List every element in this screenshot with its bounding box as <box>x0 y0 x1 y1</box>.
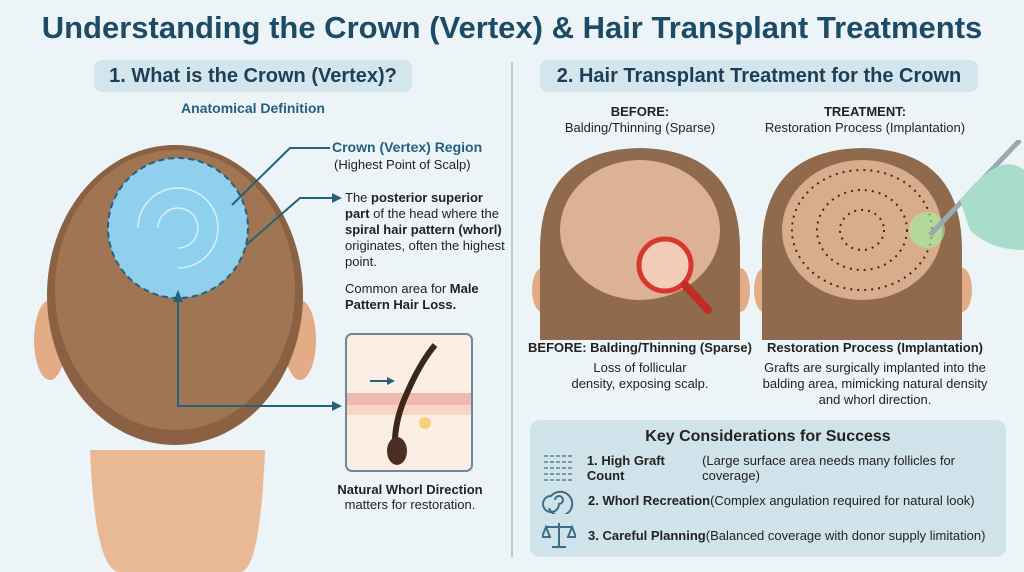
description-text: The <box>345 190 372 205</box>
key-item-text: (Large surface area needs many follicles… <box>702 453 955 483</box>
whorl-text: matters for restoration. <box>344 497 476 512</box>
before-text: Loss of follicular density, exposing sca… <box>571 360 709 391</box>
magnifier-icon <box>636 236 694 294</box>
treatment-caption: Restoration Process (Implantation) <box>767 340 983 355</box>
whorl-title: Natural Whorl Direction <box>337 482 483 497</box>
before-head <box>532 148 750 340</box>
head-back-illustration <box>34 145 342 572</box>
key-item-text: (Balanced coverage with donor supply lim… <box>705 527 986 543</box>
follicle-inset <box>345 333 473 472</box>
treatment-title: TREATMENT: <box>823 104 907 119</box>
note-text: Common area for <box>345 281 450 296</box>
spiral-icon <box>542 490 574 514</box>
key-item-title: 3. Careful Planning <box>588 527 706 543</box>
before-after-heads <box>532 140 1024 340</box>
key-item: 2. Whorl Recreation (Complex angulation … <box>542 486 975 514</box>
key-title: Key Considerations for Success <box>645 428 891 445</box>
crown-label: Crown (Vertex) Region <box>332 139 483 155</box>
key-item: 1. High Graft Count (Large surface area … <box>542 453 1006 483</box>
key-considerations-box: Key Considerations for Success 1. High G… <box>530 420 1006 557</box>
anatomical-subheading: Anatomical Definition <box>181 100 325 116</box>
section-1-heading: 1. What is the Crown (Vertex)? <box>94 60 412 92</box>
key-item-text: (Complex angulation required for natural… <box>710 492 975 508</box>
before-subtitle: Balding/Thinning (Sparse) <box>564 120 716 135</box>
key-item-title: 2. Whorl Recreation <box>588 492 711 508</box>
description-bold-text: posterior superior part <box>345 190 483 221</box>
description-text: of the head where the <box>369 206 499 221</box>
key-item: 3. Careful Planning (Balanced coverage w… <box>542 521 985 549</box>
scales-icon <box>542 523 576 548</box>
description-text: originates, often the highest point. <box>345 238 505 269</box>
description-bold-text: spiral hair pattern (whorl) <box>345 222 502 237</box>
note-bold-text: Male Pattern Hair Loss. <box>345 281 479 312</box>
page-title: Understanding the Crown (Vertex) & Hair … <box>41 10 983 45</box>
section-2-heading: 2. Hair Transplant Treatment for the Cro… <box>540 60 978 92</box>
common-area-note: Common area for Male Pattern Hair Loss. <box>345 281 485 313</box>
treatment-text: Grafts are surgically implanted into the… <box>762 360 988 407</box>
crown-region <box>107 157 249 299</box>
divider <box>511 62 513 557</box>
key-item-title: 1. High Graft Count <box>586 453 665 483</box>
grid-icon <box>544 455 574 481</box>
crown-sublabel: (Highest Point of Scalp) <box>334 157 471 172</box>
treatment-subtitle: Restoration Process (Implantation) <box>764 120 966 135</box>
before-caption: BEFORE: Balding/Thinning (Sparse) <box>528 340 752 355</box>
treatment-head <box>754 148 972 340</box>
before-title: BEFORE: <box>610 104 670 119</box>
crown-description: The posterior superior part of the head … <box>345 190 505 270</box>
